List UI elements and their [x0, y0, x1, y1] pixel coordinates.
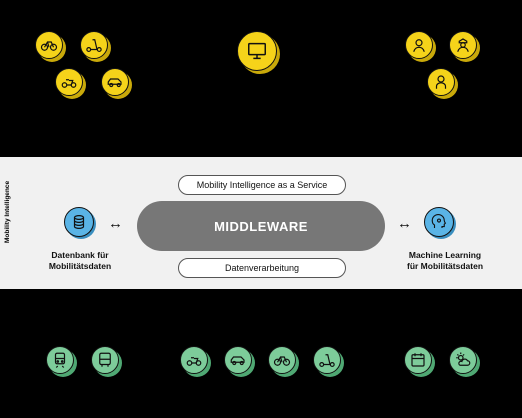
moped-icon [180, 346, 208, 374]
officer-icon [449, 31, 477, 59]
weather-icon [449, 346, 477, 374]
car-icon [224, 346, 252, 374]
vertical-label: Mobility Intelligence [4, 180, 11, 243]
bicycle-icon [35, 31, 63, 59]
scooter-icon [313, 346, 341, 374]
processing-pill: Datenverarbeitung [178, 258, 346, 278]
user-icon [427, 68, 455, 96]
left-arrow: ↔ [108, 215, 123, 232]
machine-learning-icon [424, 207, 454, 237]
car-icon [101, 68, 129, 96]
calendar-icon [404, 346, 432, 374]
machine-learning-label: Machine Learning für Mobilitätsdaten [406, 250, 484, 271]
database-icon [64, 207, 94, 237]
bus-icon [91, 346, 119, 374]
right-arrow: ↔ [397, 215, 412, 232]
person-icon [405, 31, 433, 59]
moped-icon [55, 68, 83, 96]
scooter-icon [80, 31, 108, 59]
train-icon [46, 346, 74, 374]
service-pill: Mobility Intelligence as a Service [178, 175, 346, 195]
middleware-node: MIDDLEWARE [137, 201, 385, 251]
monitor-icon [237, 31, 277, 71]
database-label: Datenbank für Mobilitätsdaten [48, 250, 112, 271]
bicycle-icon [268, 346, 296, 374]
